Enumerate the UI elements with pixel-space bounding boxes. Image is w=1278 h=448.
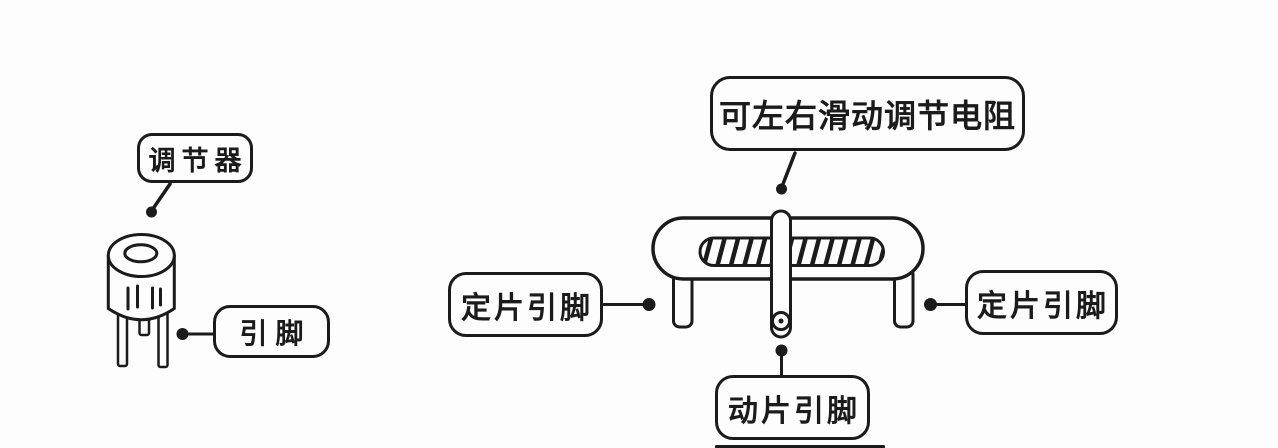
right-fixed-pin-label: 定片引脚: [965, 270, 1118, 335]
trimmer-adjust-slot: [123, 243, 159, 264]
tuner-leader-line: [151, 182, 172, 210]
slider-caption-label: 可左右滑动调节电阻: [710, 76, 1025, 151]
tuner-leader-dot: [146, 206, 157, 218]
left-fixed-pin-leader-dot: [642, 298, 656, 311]
caption-leader-dot: [776, 183, 787, 195]
slider-shaft: [770, 209, 792, 339]
moving-pin-leader-dot: [775, 344, 788, 357]
moving-pin-label: 动片引脚: [715, 375, 870, 440]
pins-leader-dot: [176, 328, 189, 340]
right-fixed-pin-leader-dot: [924, 298, 937, 311]
left-fixed-pin-label: 定片引脚: [448, 272, 603, 337]
trimmer-tick-marks: [126, 284, 162, 311]
pins-label: 引脚: [213, 305, 330, 358]
bottom-cropped-bar: [715, 445, 885, 448]
slider-rivet-center: [778, 318, 784, 324]
trimmer-potentiometer: [106, 182, 215, 369]
slider-legs: [672, 266, 915, 329]
tuner-label: 调节器: [137, 133, 253, 183]
caption-leader-line: [781, 151, 797, 186]
slide-potentiometer: [602, 151, 967, 378]
